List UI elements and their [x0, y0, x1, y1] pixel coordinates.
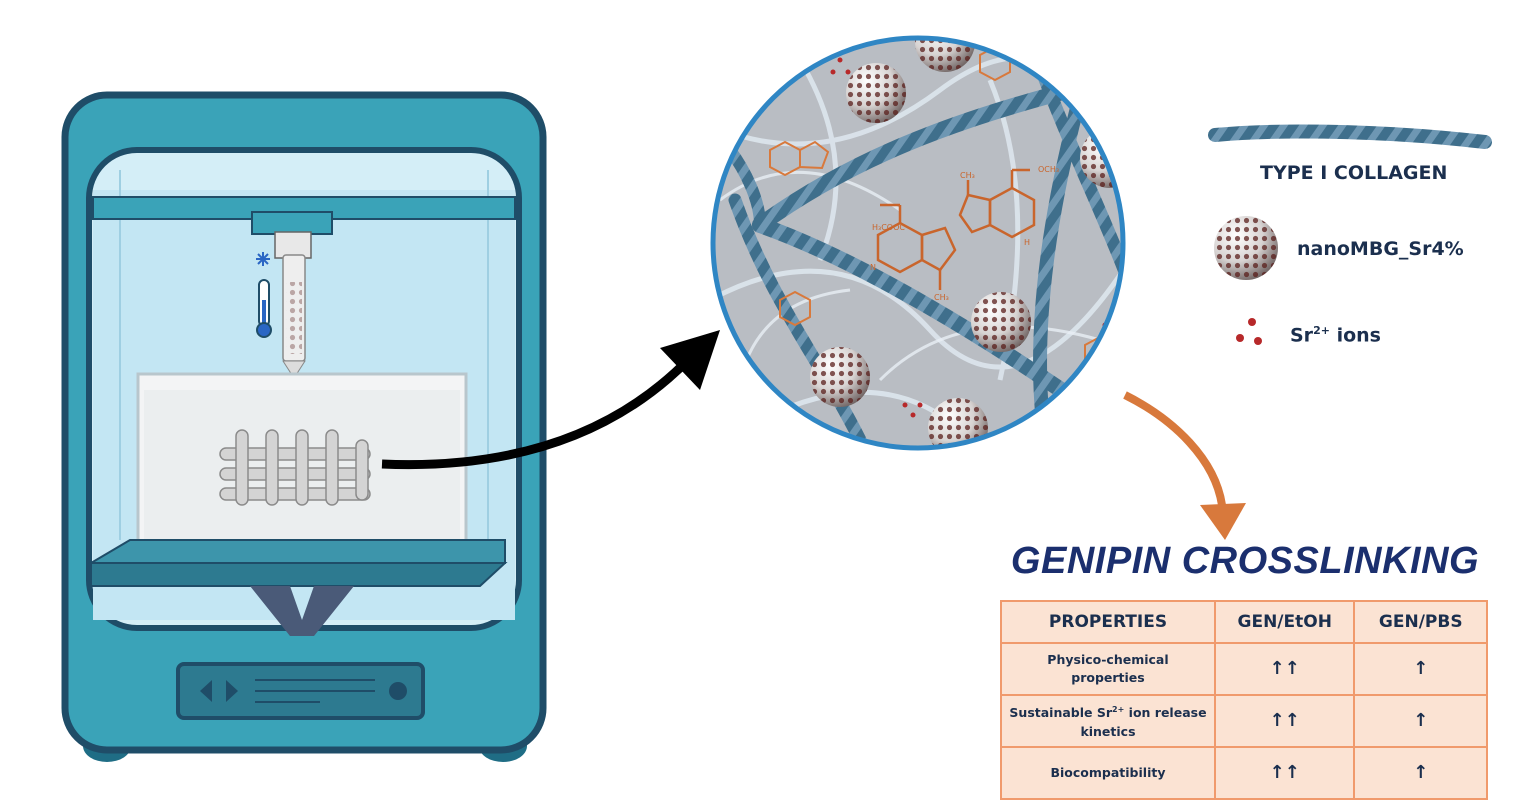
build-platform [90, 562, 508, 587]
nanoparticle [810, 347, 870, 407]
thermometer-icon [256, 279, 272, 338]
crosslinking-arrow [1123, 391, 1246, 540]
pbs-cell: ↑ [1353, 694, 1488, 748]
right-arrow-icon [226, 680, 238, 702]
etoh-cell: ↑↑ [1213, 642, 1356, 696]
ch3-label-top: CH₃ [960, 171, 975, 180]
property-cell: Physico-chemical properties [1000, 642, 1216, 696]
legend-collagen-icon [1208, 124, 1492, 149]
legend-collagen-label: TYPE I COLLAGEN [1260, 162, 1448, 184]
methyl-ester-label-right: OCH₃ [1038, 165, 1059, 174]
etoh-cell: ↑↑ [1213, 694, 1356, 748]
legend [1208, 124, 1492, 345]
nanoparticle [971, 292, 1031, 352]
crosslinking-title: GENIPIN CROSSLINKING [1010, 540, 1480, 582]
table-row: Physico-chemical properties ↑↑ ↑ [1000, 642, 1488, 696]
n-label: N [870, 263, 876, 272]
etoh-cell: ↑↑ [1213, 746, 1356, 800]
pbs-cell: ↑ [1353, 642, 1488, 696]
properties-table: PROPERTIES GEN/EtOH GEN/PBS Physico-chem… [1000, 600, 1488, 800]
print-head-mount [251, 211, 333, 235]
genipin-structure-right [958, 168, 1036, 239]
nanoparticle [846, 63, 906, 123]
ch3-label-bottom: CH₃ [934, 293, 949, 302]
property-cell: Sustainable Sr2+ ion release kinetics [1000, 694, 1216, 748]
header-gen-etoh: GEN/EtOH [1213, 600, 1356, 644]
table-row: Sustainable Sr2+ ion release kinetics ↑↑… [1000, 694, 1488, 748]
legend-nanoparticle-label: nanoMBG_Sr4% [1297, 238, 1464, 260]
snowflake-icon [256, 252, 270, 266]
magnified-view: H₃COOC OCH₃ CH₃ CH₃ H N [710, 35, 1126, 451]
magnifier-border [710, 35, 1126, 451]
nanoparticle [1080, 128, 1123, 188]
table-row: Biocompatibility ↑↑ ↑ [1000, 746, 1488, 800]
control-knob [389, 682, 407, 700]
legend-ion-label: Sr2+ ions [1290, 324, 1381, 347]
left-arrow-icon [200, 680, 212, 702]
printed-scaffold [219, 429, 371, 506]
table-header-row: PROPERTIES GEN/EtOH GEN/PBS [1000, 600, 1488, 644]
header-gen-pbs: GEN/PBS [1353, 600, 1488, 644]
property-cell: Biocompatibility [1000, 746, 1216, 800]
pbs-cell: ↑ [1353, 746, 1488, 800]
header-properties: PROPERTIES [1000, 600, 1216, 644]
bioprinter-illustration [61, 91, 547, 762]
legend-ion-icon [1236, 318, 1262, 345]
methyl-ester-label-left: H₃COOC [872, 223, 905, 232]
syringe [282, 254, 306, 410]
nh-label: H [1024, 238, 1030, 247]
platform-support [250, 586, 354, 636]
genipin-structure-left [876, 203, 957, 290]
zoom-arrow [381, 330, 720, 470]
legend-nanoparticle-icon [1214, 216, 1278, 280]
